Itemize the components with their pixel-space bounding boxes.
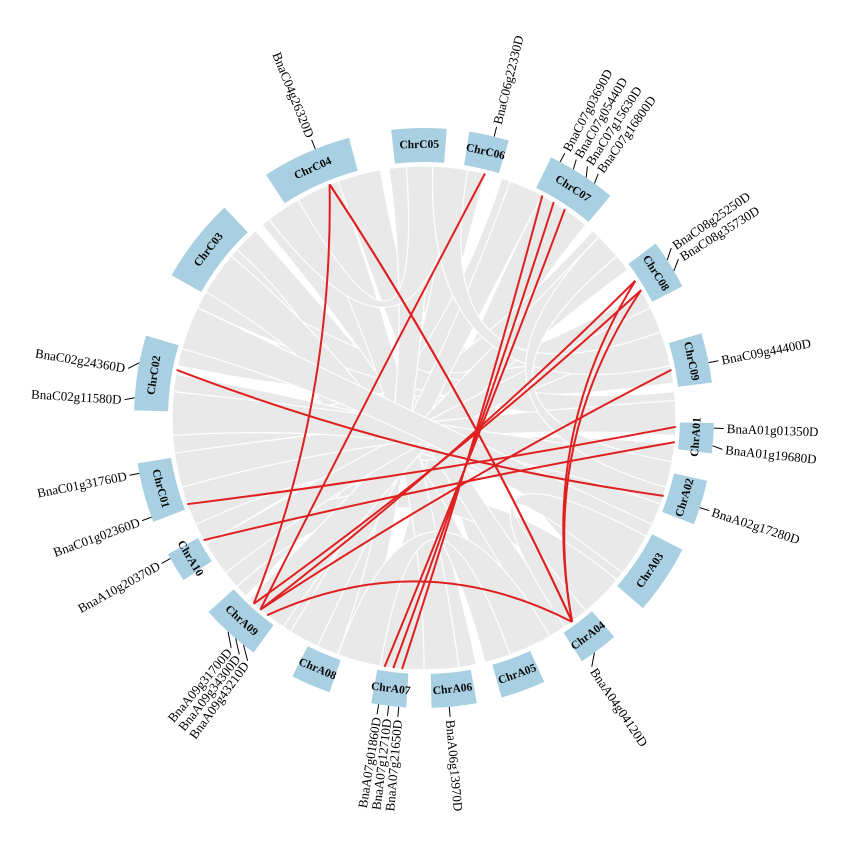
gene-marker: BnaC02g11580D	[31, 386, 135, 406]
gene-label: BnaC01g31760D	[36, 468, 128, 500]
gene-marker: BnaA02g17280D	[700, 504, 802, 547]
gene-marker: BnaC02g24360D	[34, 346, 139, 376]
gene-label: BnaC04g26320D	[269, 50, 317, 140]
gene-marker: BnaA01g19680D	[713, 442, 818, 467]
chromosome-chra07: ChrA07	[370, 670, 411, 708]
gene-leader-line	[709, 361, 719, 363]
gene-leader-line	[586, 166, 587, 177]
gene-leader-line	[387, 706, 388, 716]
gene-leader-line	[594, 174, 598, 184]
chromosome-chrc09: ChrC09	[669, 333, 712, 387]
gene-label: BnaA06g13970D	[443, 719, 466, 812]
gene-leader-line	[312, 140, 316, 149]
gene-marker: BnaC06g22330D	[490, 34, 527, 137]
gene-leader-line	[700, 508, 710, 511]
gene-label: BnaA02g17280D	[710, 504, 802, 547]
gene-leader-line	[398, 707, 399, 717]
gene-leader-line	[713, 446, 723, 450]
gene-leader-line	[162, 559, 171, 564]
gene-label: BnaC06g22330D	[490, 34, 527, 126]
gene-label: BnaC01g02360D	[51, 515, 142, 560]
gene-label: BnaC09g44400D	[720, 335, 812, 367]
chromosome-chrc05: ChrC05	[391, 128, 447, 164]
gene-leader-line	[128, 363, 139, 369]
gene-marker: BnaA04g04120D	[587, 653, 651, 750]
gene-label: BnaC02g24360D	[34, 346, 126, 376]
chromosome-chra10: ChrA10	[168, 538, 212, 580]
chromosome-chrc02: ChrC02	[134, 336, 178, 412]
gene-marker: BnaA06g13970D	[443, 707, 466, 812]
background-synteny-links	[172, 166, 676, 670]
gene-label: BnaC02g11580D	[31, 386, 122, 406]
gene-leader-line	[130, 473, 140, 475]
gene-leader-line	[494, 127, 496, 137]
gene-leader-line	[674, 259, 679, 271]
gene-leader-line	[228, 632, 231, 648]
gene-marker: BnaC01g31760D	[36, 468, 140, 500]
gene-marker: BnaA01g01350D	[714, 421, 819, 439]
gene-leader-line	[573, 160, 576, 170]
chromosome-chra06: ChrA06	[431, 670, 477, 708]
gene-leader-line	[592, 653, 595, 667]
gene-label: BnaA04g04120D	[587, 665, 651, 749]
gene-marker: BnaA10g20370D	[75, 558, 170, 616]
chromosome-chra01: ChrA01	[678, 417, 714, 458]
gene-leader-line	[667, 248, 671, 260]
gene-marker: BnaC09g44400D	[709, 335, 813, 367]
gene-label: BnaA10g20370D	[75, 558, 162, 616]
gene-marker: BnaC04g26320D	[269, 50, 317, 149]
gene-leader-line	[377, 704, 379, 714]
chromosome-label: ChrC05	[399, 139, 439, 152]
gene-leader-line	[560, 153, 565, 162]
gene-leader-line	[142, 517, 151, 520]
gene-marker: BnaC01g02360D	[51, 515, 151, 560]
gene-label: BnaA01g19680D	[725, 442, 818, 467]
chromosome-chrc06: ChrC06	[464, 132, 509, 174]
gene-leader-line	[449, 707, 450, 717]
chromosome-chra02: ChrA02	[662, 473, 707, 524]
gene-leader-line	[125, 398, 135, 400]
gene-label: BnaA01g01350D	[727, 421, 819, 439]
